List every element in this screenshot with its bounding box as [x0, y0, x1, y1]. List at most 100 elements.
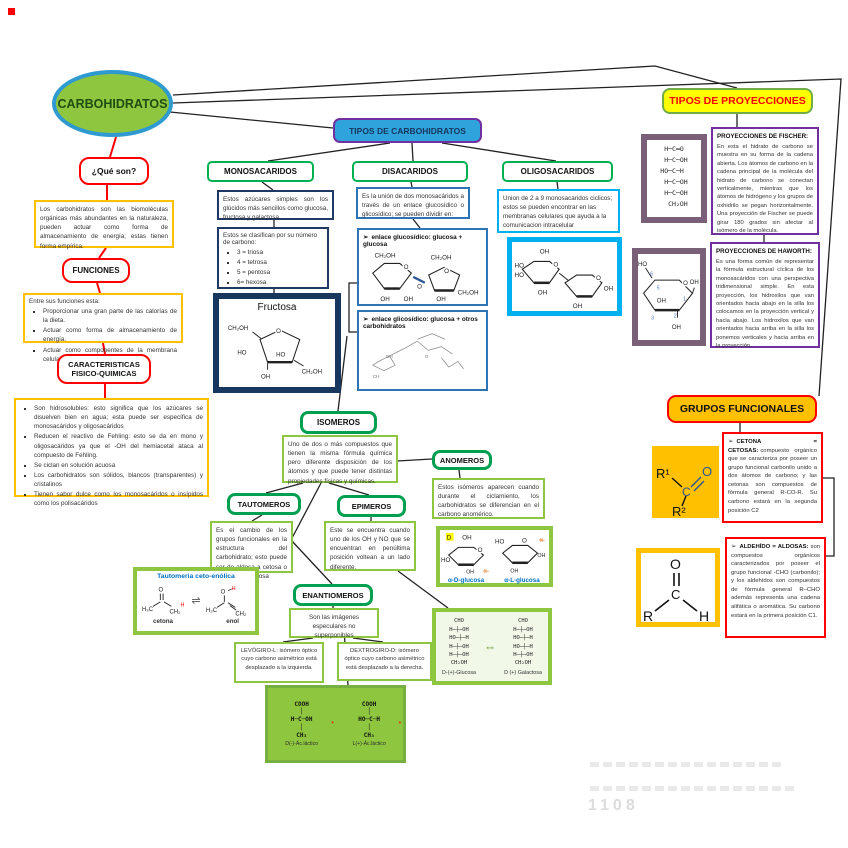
chem-label: HO	[276, 352, 285, 359]
chem-label: OH	[572, 303, 582, 310]
chem-label: O	[158, 588, 163, 594]
footer-blur-line	[590, 786, 795, 791]
anomero-left-label: α-D-glucosa	[448, 577, 485, 584]
aldehido-text-box: ➢ALDEHÍDO = ALDOSAS:son compuestos orgán…	[725, 537, 826, 638]
levogiro-text: LEVÓGIRO-L: isómero óptico cuyo carbono …	[240, 648, 318, 671]
red-corner-marker	[8, 8, 15, 15]
chem-label: 5	[657, 285, 660, 291]
chem-label: 6	[650, 271, 653, 277]
funciones-list: Proporcionar una gran parte de las calor…	[25, 307, 181, 364]
caracteristicas-text: CARACTERISTICAS FISICO-QUIMICAS	[68, 360, 140, 378]
chem-label: OH	[386, 354, 393, 359]
caracteristicas-list: Son hidrosolubles: esto significa que lo…	[16, 404, 207, 508]
haworth-body: Es una forma común de representar la fór…	[716, 259, 814, 349]
chem-label: HO	[514, 272, 524, 279]
funciones-item: Actuar como forma de almacenamiento de e…	[43, 326, 177, 344]
funciones-intro: Entre sus funciones esta:	[29, 298, 100, 305]
epimeros-definition: Este se encuentra cuando uno de los OH y…	[330, 527, 410, 571]
caracteristicas-box: Son hidrosolubles: esto significa que lo…	[14, 398, 209, 507]
fischer-heading: PROYECCIONES DE FISCHER:	[717, 133, 809, 140]
monosacaridos-definition: Estos azúcares simples son los glúcidos …	[223, 196, 328, 222]
clasificacion-intro: Estos se clasifican por su número de car…	[223, 232, 318, 246]
footer-blur-line	[590, 762, 785, 767]
chem-label: HO	[514, 262, 524, 269]
fructosa-structure-box: Fructosa CH₂OH O HO HO OH CH₂OH	[213, 293, 341, 393]
chiral-marker: *	[331, 720, 334, 728]
lactico-left-label: D(-)-Ác.láctico	[285, 741, 319, 748]
monosacaridos-label: MONOSACARIDOS	[207, 161, 314, 182]
chem-label: C	[682, 485, 691, 499]
isomeros-label: ISOMEROS	[300, 411, 377, 434]
chem-label: H	[699, 608, 709, 622]
enlace-glicosidico-structure: OH CH O	[372, 333, 464, 379]
chem-label: O	[683, 280, 688, 287]
tipos-proyecciones-title: TIPOS DE PROYECCIONES	[662, 88, 813, 114]
equilibrium-arrow-icon: ⇌	[191, 594, 201, 607]
enlace-glicosidico-title: ➢enlace glicosídico: glucosa + otros car…	[363, 316, 478, 330]
caracteristicas-label: CARACTERISTICAS FISICO-QUIMICAS	[57, 354, 151, 384]
chem-label: CH₂OH	[458, 289, 479, 296]
enlace-glucosidico-box: ➢enlace glucosídico: glucosa + glucosa O…	[357, 228, 488, 306]
chem-label: 3	[651, 316, 654, 322]
chem-label: α-	[539, 537, 545, 543]
chem-label: H	[232, 586, 236, 592]
chem-label: CH₂OH	[431, 255, 452, 262]
cetona-text-box: ➢CETONA = CETOSAS:compuesto orgánico que…	[722, 432, 823, 523]
monosacaridos-clasificacion-box: Estos se clasifican por su número de car…	[217, 227, 329, 289]
caracteristicas-item: Se ciclan en solución acuosa	[34, 461, 203, 470]
chem-label: H	[180, 602, 184, 608]
enantiomeros-definition-box: Son las imágenes especulares no superpon…	[289, 608, 379, 639]
clasificacion-item: 5 = pentosa	[237, 268, 323, 277]
grupos-title-text: GRUPOS FUNCIONALES	[679, 403, 805, 415]
chem-label: OH	[672, 324, 681, 331]
chem-label: D	[446, 534, 451, 541]
chem-label: OH	[690, 279, 699, 286]
chem-label: HO	[441, 556, 451, 563]
anomeros-text: ANOMEROS	[439, 455, 485, 465]
chem-label: O	[596, 274, 601, 281]
arrow-bullet-icon: ➢	[728, 438, 734, 445]
fischer-body: En esta el hidrato de carbono se muestra…	[717, 144, 813, 234]
funciones-item: Actuar como componentes de la membrana c…	[43, 346, 177, 364]
fructosa-title: Fructosa	[257, 302, 297, 313]
caracteristicas-item: Los carbohidratos son sólidos, blancos (…	[34, 471, 203, 489]
chem-label: O	[553, 261, 558, 268]
tautomeros-label: TAUTOMEROS	[227, 493, 301, 515]
anomeros-definition: Estos isómeros aparecen cuando durante e…	[438, 484, 539, 519]
disacaridos-label: DISACARIDOS	[352, 161, 468, 182]
chem-label: OH	[537, 289, 547, 296]
isomeros-text: ISOMEROS	[316, 418, 361, 427]
anomeros-label: ANOMEROS	[432, 450, 492, 470]
fischer-structure: H─C═O H─C─OH HO─C─H H─C─OH H─C─OH CH₂OH	[660, 145, 688, 209]
enlace-glucosidico-title: ➢enlace glucosídico: glucosa + glucosa	[363, 234, 463, 248]
disacaridos-definition: Es la unión de dos monosacáridos a travé…	[362, 193, 464, 219]
proyecciones-title-text: TIPOS DE PROYECCIONES	[669, 95, 806, 107]
chem-label: O	[670, 556, 681, 572]
lactico-left-formula: COOH │ H─C─OH │ CH₃	[290, 700, 313, 739]
chem-label: HO	[237, 350, 246, 357]
acido-lactico-box: COOH │ H─C─OH │ CH₃ * D(-)-Ác.láctico CO…	[265, 685, 406, 763]
tautomeria-title: Tautomeria ceto-enólica	[157, 573, 235, 580]
clasificacion-item: 3 = triosa	[237, 248, 323, 257]
tautomeros-definition-box: Es el cambio de los grupos funcionales e…	[210, 521, 293, 580]
grupos-funcionales-title: GRUPOS FUNCIONALES	[667, 395, 817, 423]
chem-label: O	[276, 328, 281, 335]
anomeros-definition-box: Estos isómeros aparecen cuando durante e…	[432, 478, 545, 519]
chiral-marker: *	[398, 720, 402, 728]
chem-label: R	[643, 608, 653, 622]
chem-label: R²	[672, 504, 686, 518]
enol-formula: O H H₃C CH₂	[206, 586, 247, 618]
chem-label: O	[417, 284, 422, 291]
clasificacion-item: 4 = tetrosa	[237, 258, 323, 267]
levogiro-box: LEVÓGIRO-L: isómero óptico cuyo carbono …	[234, 642, 324, 683]
tautomeros-text: TAUTOMEROS	[237, 499, 291, 509]
fischer-text-box: PROYECCIONES DE FISCHER: En esta el hidr…	[711, 127, 819, 235]
monosacaridos-definition-box: Estos azúcares simples son los glúcidos …	[217, 190, 334, 221]
chem-label: C	[671, 587, 680, 602]
caracteristicas-item: Reducen el reactivo de Fehling: esto se …	[34, 432, 203, 459]
iff-arrow-icon: ⇔	[484, 639, 497, 654]
enantiomeros-label: ENANTIOMEROS	[293, 584, 373, 606]
chem-label: O	[522, 537, 527, 544]
chem-label: CH₂	[169, 610, 181, 616]
arrow-bullet-icon: ➢	[731, 543, 737, 550]
